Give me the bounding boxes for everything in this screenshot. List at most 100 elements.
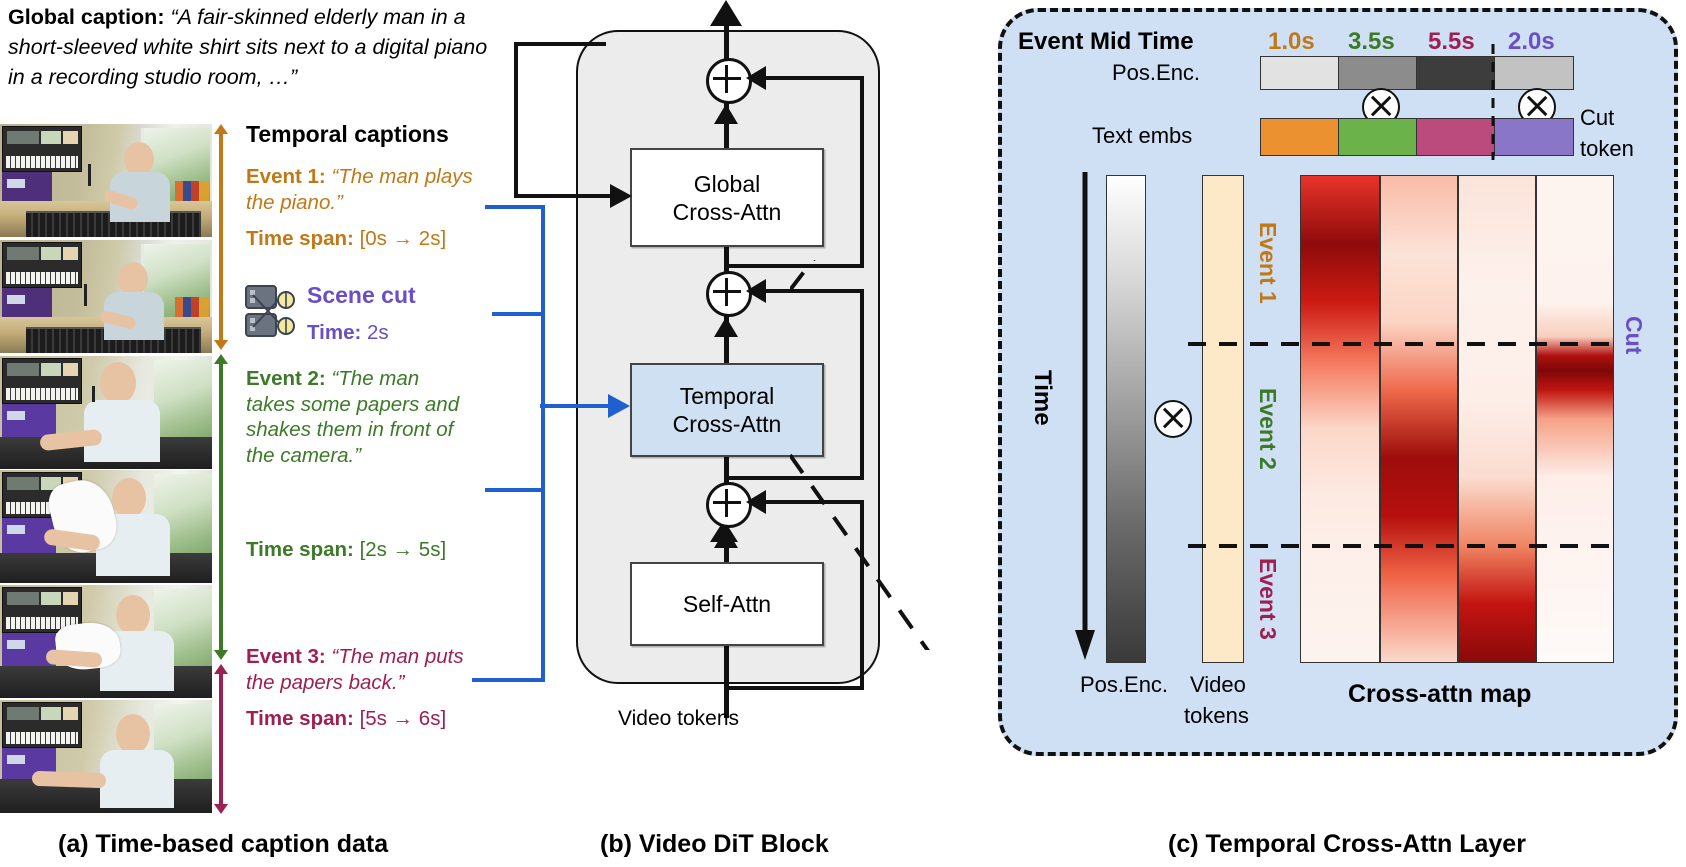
scene-cut-time-label: Time — [307, 321, 355, 344]
band-divider-2 — [1188, 544, 1616, 548]
skip-bottom-vertical — [860, 500, 864, 690]
scene-cut-title: Scene cut — [307, 282, 416, 308]
skip-top-arrow — [746, 66, 766, 90]
time-axis-arrow — [1075, 172, 1095, 660]
text-emb-cell-2 — [1338, 118, 1418, 156]
block-global-cross-attn-line1: Global — [693, 170, 761, 197]
cross-attn-col-event2 — [1379, 176, 1458, 662]
event-mid-time-cut: 2.0s — [1508, 28, 1555, 55]
event-1-span-arrow — [214, 124, 228, 350]
global-caption-feed-top — [514, 42, 606, 46]
adder-top-up-arrow — [714, 104, 738, 124]
band-divider-1 — [1188, 342, 1616, 346]
video-tokens-label-line1: Video — [1190, 672, 1246, 697]
scene-cut-connector — [492, 312, 545, 316]
residual-add-top — [706, 58, 752, 104]
block-temporal-cross-attn-line2: Cross-Attn — [672, 411, 782, 437]
cross-attn-map-title: Cross-attn map — [1348, 680, 1532, 708]
block-global-cross-attn-line2: Cross-Attn — [672, 198, 782, 225]
block-self-attn[interactable]: Self-Attn — [630, 562, 824, 646]
cross-attn-col-event3 — [1457, 176, 1536, 662]
row-label-event-1: Event 1 — [1255, 222, 1281, 304]
block-temporal-cross-attn-line1: Temporal — [679, 383, 775, 409]
event-3-span-arrow — [214, 664, 228, 814]
connector-bus — [541, 205, 545, 682]
event-1-time-span-value: [0s → 2s] — [359, 227, 447, 250]
event-3-time-span: Time span: [5s → 6s] — [246, 707, 447, 730]
panel-a-caption: (a) Time-based caption data — [58, 830, 389, 858]
event-1-time-span-label: Time span — [246, 227, 348, 250]
event-1-time-span: Time span: [0s → 2s] — [246, 227, 447, 250]
event-1-caption: Event 1: “The man plays the piano.” — [246, 165, 473, 214]
event-2-connector — [485, 488, 545, 492]
global-caption-feed-arrow — [610, 184, 632, 208]
scene-cut-scissors-icon — [243, 283, 297, 341]
scene-cut-time-value: 2s — [367, 321, 389, 344]
temporal-captions-title: Temporal captions — [246, 121, 449, 147]
panel-b-video-dit-block: Global Cross-Attn Temporal Cross-Attn Se… — [514, 0, 980, 867]
cross-attn-map — [1300, 175, 1614, 663]
event-1-name: Event 1 — [246, 165, 319, 188]
cross-attn-col-cut — [1535, 176, 1613, 662]
pos-enc-gradient-bar — [1106, 175, 1146, 663]
temporal-feed-arrow — [608, 394, 630, 418]
global-caption-feed-bottom — [514, 194, 624, 198]
event-3-connector — [472, 678, 545, 682]
time-axis-label: Time — [1029, 370, 1056, 426]
event-2-name: Event 2 — [246, 367, 319, 390]
event-mid-time-2: 3.5s — [1348, 28, 1395, 55]
event-3-time-span-value: [5s → 6s] — [359, 707, 447, 730]
global-caption: Global caption: “A fair-skinned elderly … — [8, 2, 508, 92]
multiply-icon-video — [1154, 400, 1192, 438]
global-caption-feed-vertical — [514, 42, 518, 198]
event-mid-time-1: 1.0s — [1268, 28, 1315, 55]
cut-token-label-line2: token — [1580, 136, 1634, 161]
skip-top-top-horizontal — [760, 76, 864, 80]
event-2-span-arrow — [214, 354, 228, 660]
skip-mid-bottom-horizontal — [726, 476, 864, 480]
panel-c-temporal-cross-attn-layer: Event Mid Time 1.0s 3.5s 5.5s 2.0s Pos.E… — [790, 0, 1686, 867]
zoom-leader-lines — [790, 260, 930, 650]
event-mid-time-3: 5.5s — [1428, 28, 1475, 55]
text-emb-cell-1 — [1260, 118, 1340, 156]
panel-b-caption: (b) Video DiT Block — [600, 830, 829, 858]
global-caption-text: “A fair-skinned elderly man in a short-s… — [8, 5, 488, 89]
event-2-caption: Event 2: “The man takes some papers and … — [246, 367, 460, 467]
skip-mid-vertical — [860, 289, 864, 479]
scene-cut-time: Time: 2s — [307, 321, 389, 344]
cut-token-label-line1: Cut — [1580, 105, 1615, 130]
video-frame-4 — [0, 470, 212, 583]
temporal-feed-line — [540, 404, 620, 408]
event-3-time-span-label: Time span — [246, 707, 348, 730]
pos-enc-bottom-label: Pos.Enc. — [1080, 672, 1169, 697]
cross-attn-col-event1 — [1301, 176, 1380, 662]
video-tokens-input-label: Video tokens — [618, 707, 740, 730]
block-temporal-cross-attn[interactable]: Temporal Cross-Attn — [630, 363, 824, 457]
skip-top-bottom-horizontal — [726, 264, 864, 268]
event-2-time-span: Time span: [2s → 5s] — [246, 538, 447, 561]
output-arrow-head — [710, 0, 742, 26]
skip-top-vertical — [860, 78, 864, 268]
event-1-connector — [485, 205, 545, 209]
video-frame-2 — [0, 240, 212, 353]
event-1-text: “The man plays the piano.” — [246, 165, 473, 214]
residual-add-mid — [706, 271, 752, 317]
event-2-time-span-label: Time span — [246, 538, 348, 561]
pos-enc-label: Pos.Enc. — [1112, 60, 1201, 85]
row-label-event-3: Event 3 — [1255, 558, 1281, 640]
text-emb-cell-cut — [1494, 118, 1574, 156]
video-tokens-label-line2: tokens — [1184, 703, 1249, 728]
block-global-cross-attn[interactable]: Global Cross-Attn — [630, 148, 824, 247]
video-frame-1 — [0, 124, 212, 237]
block-self-attn-line1: Self-Attn — [682, 591, 772, 617]
adder-bottom-up-arrow — [714, 528, 738, 548]
pos-enc-cell-3 — [1416, 56, 1496, 90]
text-emb-cell-3 — [1416, 118, 1496, 156]
text-embs-label: Text embs — [1092, 123, 1193, 148]
skip-mid-top-horizontal — [760, 289, 864, 293]
video-tokens-bar — [1202, 175, 1244, 663]
event-mid-time-label: Event Mid Time — [1018, 28, 1194, 55]
skip-bottom-arrow — [746, 490, 766, 514]
skip-bottom-bottom-horizontal — [726, 686, 864, 690]
